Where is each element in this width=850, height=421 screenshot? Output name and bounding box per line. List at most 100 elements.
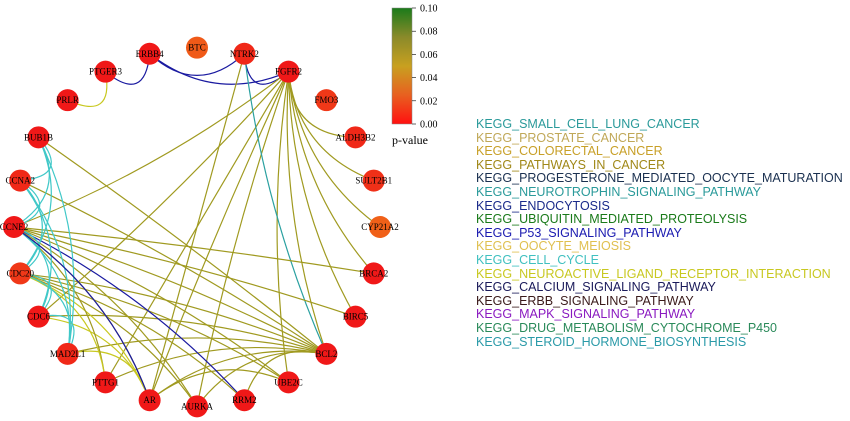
node-cdc20[interactable]: CDC20	[6, 262, 34, 285]
colorbar-tick-label: 0.10	[420, 4, 438, 15]
node-fgfr2[interactable]: FGFR2	[275, 60, 302, 83]
edge-pttg1-cdc20	[20, 272, 107, 383]
node-label: CYP21A2	[361, 222, 399, 232]
node-circle	[277, 60, 300, 83]
edge-fgfr2-brca2	[287, 71, 375, 274]
node-bcl2[interactable]: BCL2	[315, 342, 338, 365]
node-circle	[138, 42, 161, 65]
edge-rrm2-ccne2	[13, 226, 245, 401]
legend-item: KEGG_PROSTATE_CANCER	[476, 130, 645, 145]
edge-bub1b-cdc20	[19, 137, 52, 274]
node-label: CCNE2	[0, 222, 28, 232]
edge-fgfr2-birc5	[287, 71, 357, 317]
colorbar-tick-label: 0.00	[420, 120, 438, 131]
node-rrm2[interactable]: RRM2	[232, 389, 257, 412]
edge-bcl2-ccna2	[19, 180, 327, 355]
node-fmo3[interactable]: FMO3	[314, 89, 339, 112]
node-circle	[315, 89, 338, 112]
node-ube2c[interactable]: UBE2C	[274, 371, 303, 394]
node-circle	[344, 126, 367, 149]
node-circle	[27, 305, 50, 328]
edge-fgfr2-ube2c	[276, 71, 290, 383]
edge-sult2b1-fgfr2	[287, 71, 374, 182]
edge-fgfr2-ccne2	[13, 71, 289, 228]
node-label: SULT2B1	[355, 176, 392, 186]
legend-item: KEGG_OOCYTE_MEIOSIS	[476, 239, 631, 254]
node-label: PRLR	[56, 95, 79, 105]
node-label: PTTG1	[92, 377, 119, 387]
node-sult2b1[interactable]: SULT2B1	[355, 169, 392, 192]
legend-item: KEGG_ENDOCYTOSIS	[476, 198, 610, 213]
edge-cdc20-mad2l1	[20, 272, 71, 354]
edges-layer	[13, 53, 381, 407]
legend-item: KEGG_DRUG_METABOLISM_CYTOCHROME_P450	[476, 320, 778, 335]
node-ntrk2[interactable]: NTRK2	[230, 42, 259, 65]
legend-item: KEGG_PATHWAYS_IN_CANCER	[476, 157, 666, 172]
node-circle	[56, 342, 79, 365]
node-erbb4[interactable]: ERBB4	[136, 42, 165, 65]
node-circle	[94, 60, 117, 83]
node-label: UBE2C	[274, 377, 303, 387]
node-aldh3b2[interactable]: ALDH3B2	[335, 126, 375, 149]
node-label: BIRC5	[343, 312, 369, 322]
node-label: CDC20	[6, 268, 34, 278]
node-label: ALDH3B2	[335, 132, 375, 142]
node-prlr[interactable]: PRLR	[56, 89, 79, 112]
edge-ar-cdc20	[20, 272, 151, 401]
edge-bcl2-pttg1	[105, 346, 327, 383]
node-cyp21a2[interactable]: CYP21A2	[361, 216, 399, 238]
edge-bcl2-cdc20	[20, 272, 327, 355]
node-birc5[interactable]: BIRC5	[343, 305, 369, 328]
node-circle	[369, 216, 391, 238]
edge-ube2c-ccne2	[13, 226, 289, 383]
legend-item: KEGG_STEROID_HORMONE_BIOSYNTHESIS	[476, 334, 747, 349]
legend-item: KEGG_MAPK_SIGNALING_PATHWAY	[476, 307, 696, 322]
node-label: FGFR2	[275, 67, 302, 77]
node-label: MAD2L1	[50, 349, 86, 359]
node-label: CDC6	[27, 312, 51, 322]
node-aurka[interactable]: AURKA	[181, 395, 214, 418]
edge-fgfr2-ar	[149, 71, 290, 401]
colorbar-tick-label: 0.02	[420, 96, 438, 107]
legend-item: KEGG_UBIQUITIN_MEDIATED_PROTEOLYSIS	[476, 212, 748, 227]
legend-item: KEGG_NEUROTROPHIN_SIGNALING_PATHWAY	[476, 184, 762, 199]
node-label: PTGER3	[89, 67, 123, 77]
node-ccne2[interactable]: CCNE2	[0, 216, 28, 238]
node-brca2[interactable]: BRCA2	[359, 262, 388, 285]
colorbar-ticks: 0.10 0.08 0.06 0.04 0.02 0.00	[412, 4, 438, 131]
node-label: AURKA	[181, 401, 214, 411]
node-cdc6[interactable]: CDC6	[27, 305, 51, 328]
node-circle	[9, 262, 32, 285]
node-circle	[233, 42, 256, 65]
node-mad2l1[interactable]: MAD2L1	[50, 342, 86, 365]
node-btc[interactable]: BTC	[186, 36, 208, 59]
node-pttg1[interactable]: PTTG1	[92, 371, 119, 394]
node-label: CCNA2	[5, 176, 35, 186]
node-ptger3[interactable]: PTGER3	[89, 60, 123, 83]
edge-brca2-ccne2	[13, 226, 374, 275]
colorbar-tick-label: 0.06	[420, 50, 438, 61]
colorbar-tick-label: 0.08	[420, 27, 438, 38]
legend-item: KEGG_P53_SIGNALING_PATHWAY	[476, 225, 682, 240]
node-circle	[344, 305, 367, 328]
legend-item: KEGG_CELL_CYCLE	[476, 252, 599, 267]
node-ccna2[interactable]: CCNA2	[5, 169, 35, 192]
edge-birc5-ccne2	[13, 226, 356, 318]
edge-ntrk2-bcl2	[243, 53, 327, 355]
edge-bcl2-rrm2	[243, 350, 327, 401]
node-bub1b[interactable]: BUB1B	[24, 126, 53, 149]
legend-item: KEGG_ERBB_SIGNALING_PATHWAY	[476, 293, 694, 308]
node-label: NTRK2	[230, 49, 259, 59]
node-circle	[94, 371, 117, 394]
node-ar[interactable]: AR	[138, 389, 161, 412]
colorbar-tick-label: 0.04	[420, 73, 438, 84]
node-circle	[56, 89, 79, 112]
node-label: AR	[143, 395, 156, 405]
edge-erbb4-ntrk2	[149, 53, 245, 76]
edge-ccne2-ar	[13, 226, 151, 401]
edge-rrm2-cdc20	[20, 272, 245, 401]
node-circle	[315, 342, 338, 365]
edge-aurka-cdc20	[20, 272, 198, 407]
node-circle	[362, 262, 385, 285]
